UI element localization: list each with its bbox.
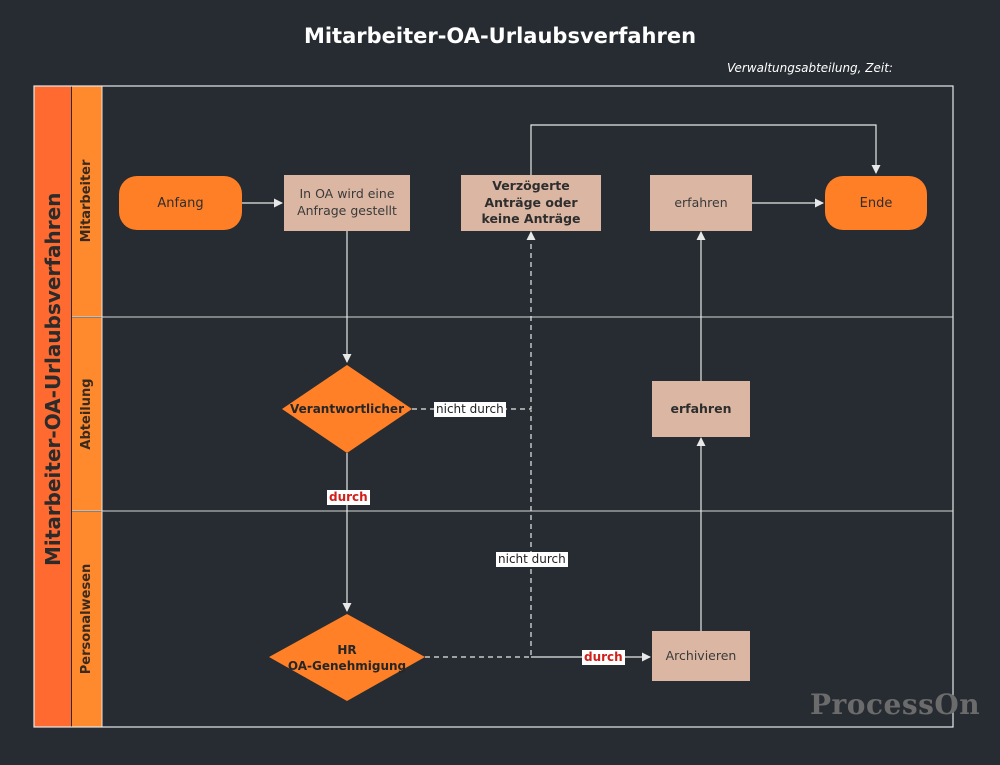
learn-department-node[interactable]: erfahren — [652, 381, 750, 437]
diagram-subtitle: Verwaltungsabteilung, Zeit: — [727, 61, 893, 75]
decision-manager-label: Verantwortlicher — [290, 401, 404, 416]
decision-manager[interactable] — [282, 365, 412, 453]
edge-label-hr-reject: nicht durch — [496, 552, 568, 567]
edge-label-manager-pass: durch — [327, 490, 370, 505]
pool-label: Mitarbeiter-OA-Urlaubsverfahren — [41, 192, 65, 566]
lane-label-mitarbeiter: Mitarbeiter — [79, 159, 94, 243]
lane-label-personalwesen: Personalwesen — [79, 563, 94, 675]
lane-header-personalwesen — [72, 512, 102, 727]
edge-manager-reject — [412, 231, 536, 410]
lane-label-abteilung: Abteilung — [79, 378, 94, 450]
processon-watermark: ProcessOn — [810, 688, 981, 721]
edge-label-manager-reject: nicht durch — [434, 402, 506, 417]
delayed-node[interactable]: Verzögerte Anträge oder keine Anträge — [461, 175, 601, 231]
edge-delayed-end — [530, 124, 881, 175]
pool-border — [33, 85, 954, 728]
decision-hr-label-line2: OA-Genehmigung — [287, 659, 407, 673]
diagram-title: Mitarbeiter-OA-Urlaubsverfahren — [303, 24, 697, 48]
edge-label-hr-pass: durch — [582, 650, 625, 665]
request-node[interactable]: In OA wird eine Anfrage gestellt — [284, 175, 410, 231]
pool-header — [34, 86, 71, 727]
start-node[interactable]: Anfang — [119, 176, 242, 230]
decision-hr-label-line1: HR — [337, 642, 357, 657]
end-node[interactable]: Ende — [825, 176, 927, 230]
lane-header-mitarbeiter — [72, 86, 102, 317]
learn-employee-node[interactable]: erfahren — [650, 175, 752, 231]
archive-node[interactable]: Archivieren — [652, 631, 750, 681]
lane-header-abteilung — [72, 318, 102, 511]
decision-hr-approval[interactable] — [269, 614, 425, 701]
decision-hr-label: HR OA-Genehmigung — [272, 640, 422, 676]
edge-hr-reject — [425, 410, 532, 658]
